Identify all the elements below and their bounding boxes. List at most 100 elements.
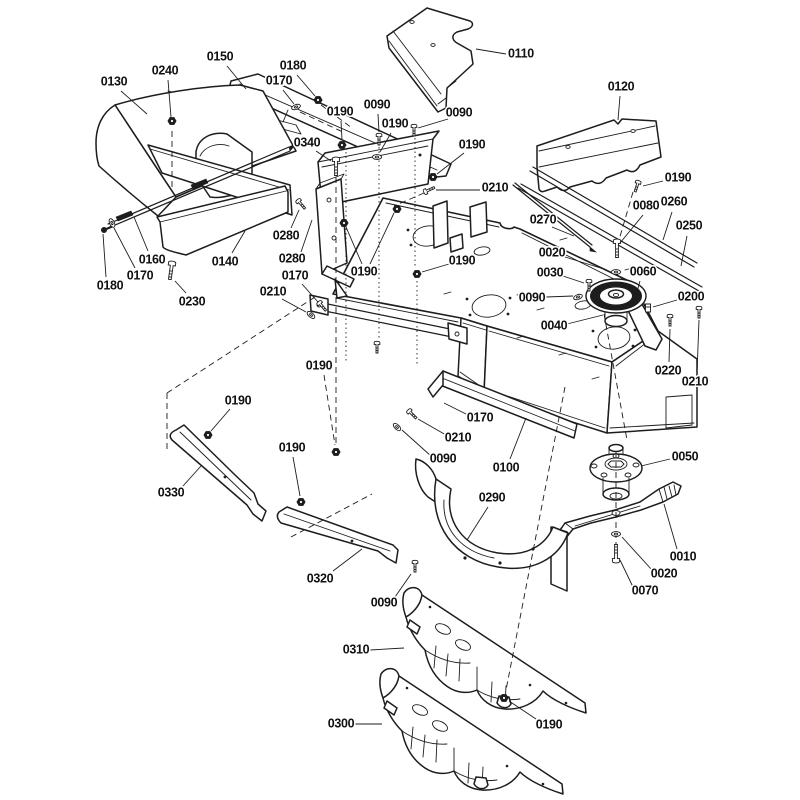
callout-leader-line (466, 506, 489, 541)
alignment-guide-line (299, 111, 346, 134)
right-skirt-part (276, 506, 399, 564)
callout-leader-line (226, 65, 247, 90)
part-callout-0280: 0280 (279, 251, 306, 265)
hex-nut-glyph (412, 269, 422, 279)
callout-leader-line (668, 328, 671, 363)
washer-glyph (610, 269, 622, 275)
hex-nut-glyph (428, 172, 438, 182)
hex-nut-glyph (337, 140, 347, 150)
callout-leader-line (475, 48, 507, 55)
callout-leader-line (231, 230, 246, 254)
part-callout-0180: 0180 (97, 278, 124, 292)
callout-leader-line (633, 280, 641, 303)
callout-leader-line (394, 573, 412, 598)
part-callout-0210: 0210 (260, 284, 287, 298)
hex-nut-glyph (499, 693, 509, 703)
callout-leader-line (551, 226, 575, 237)
callout-leader-line (436, 152, 465, 175)
callout-leader-line (640, 458, 671, 467)
screw-glyph (632, 179, 642, 194)
part-callout-0190: 0190 (351, 264, 378, 278)
callout-leader-line (545, 295, 574, 298)
left-skirt-part (169, 424, 267, 522)
part-callout-0210: 0210 (482, 180, 509, 194)
callout-leader-line (296, 74, 316, 97)
callout-leader-line (282, 89, 295, 105)
callout-leader-line (113, 227, 136, 269)
part-callout-0220: 0220 (655, 363, 682, 377)
part-callout-0020: 0020 (539, 245, 566, 259)
callout-leader-line (662, 211, 673, 241)
right-cover-part (536, 118, 662, 193)
part-callout-0170: 0170 (467, 410, 494, 424)
hex-nut-glyph (331, 447, 341, 457)
callout-leader-line (290, 209, 300, 229)
callout-leader-line (300, 219, 313, 253)
alignment-guide-line (603, 313, 628, 441)
hex-nut-glyph (167, 116, 177, 126)
part-callout-0140: 0140 (212, 254, 239, 268)
part-callout-0270: 0270 (530, 212, 557, 226)
callout-leader-line (167, 79, 172, 118)
part-callout-0340: 0340 (294, 135, 321, 149)
part-callout-0170: 0170 (127, 268, 154, 282)
alignment-guide-line (320, 104, 353, 129)
part-callout-0210: 0210 (682, 374, 709, 388)
callouts-layer: 0110013002400150018001700090019001900090… (95, 45, 710, 733)
part-callout-0170: 0170 (282, 268, 309, 282)
part-callout-0190: 0190 (459, 137, 486, 151)
part-callout-0190: 0190 (327, 104, 354, 118)
callout-leader-line (379, 132, 392, 153)
part-callout-0200: 0200 (678, 289, 705, 303)
part-callout-0090: 0090 (371, 595, 398, 609)
callout-leader-line (508, 700, 537, 720)
screw-glyph (373, 340, 381, 354)
part-callout-0100: 0100 (493, 460, 520, 474)
part-callout-0030: 0030 (537, 265, 564, 279)
part-callout-0130: 0130 (101, 74, 128, 88)
part-callout-0070: 0070 (632, 583, 659, 597)
parts-layer (95, 7, 703, 795)
part-callout-0180: 0180 (280, 58, 307, 72)
callout-leader-line (663, 503, 678, 550)
callout-leader-line (421, 263, 450, 273)
part-callout-0010: 0010 (670, 549, 697, 563)
callout-leader-line (417, 118, 449, 129)
part-callout-0310: 0310 (343, 642, 370, 656)
pivot-rod-part (107, 142, 298, 229)
lift-rods-part (512, 166, 703, 292)
part-callout-0090: 0090 (446, 105, 473, 119)
part-callout-0250: 0250 (676, 218, 703, 232)
bolt-glyph (165, 260, 177, 281)
callout-leader-line (102, 233, 107, 278)
callout-leader-line (332, 548, 363, 572)
hex-nut-glyph (296, 497, 306, 507)
washer-glyph (391, 421, 403, 433)
part-callout-0330: 0330 (158, 485, 185, 499)
part-callout-0090: 0090 (519, 290, 546, 304)
callout-leader-line (401, 429, 432, 457)
part-callout-0020: 0020 (651, 566, 678, 580)
callout-leader-line (642, 180, 664, 187)
part-callout-0090: 0090 (430, 451, 457, 465)
callout-leader-line (619, 214, 644, 244)
part-callout-0260: 0260 (661, 194, 688, 208)
part-callout-0080: 0080 (633, 198, 660, 212)
alignment-guide-line (166, 294, 319, 394)
callout-leader-line (652, 299, 678, 308)
callout-leader-line (621, 536, 653, 571)
bolt-glyph (612, 238, 622, 258)
part-callout-0190: 0190 (225, 393, 252, 407)
top-cover-part (386, 7, 474, 113)
screw-glyph (294, 197, 308, 211)
callout-leader-line (369, 212, 395, 265)
alignment-guide-line (393, 192, 425, 207)
spindle-pulley-assembly (585, 278, 663, 351)
part-callout-0170: 0170 (266, 73, 293, 87)
callout-leader-line (564, 256, 608, 271)
alignment-guide-line (505, 386, 566, 691)
hex-nut-glyph (313, 95, 323, 105)
hex-nut-glyph (392, 204, 402, 214)
part-callout-0190: 0190 (665, 170, 692, 184)
screw-glyph (422, 184, 437, 196)
